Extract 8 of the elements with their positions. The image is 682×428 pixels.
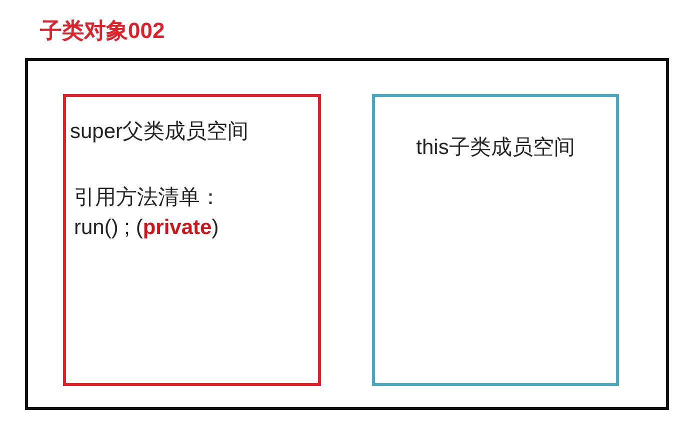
object-frame [25,58,669,410]
memory-space-box [372,94,619,386]
diagram-title: 子类对象002 [40,17,165,45]
method-list-text: 引用方法清单： [74,185,222,211]
memory-space-box [63,94,321,386]
method-list-text: run() ; (private) [74,215,220,241]
space-heading: super父类成员空间 [70,119,250,145]
space-heading: this子类成员空间 [415,135,576,161]
